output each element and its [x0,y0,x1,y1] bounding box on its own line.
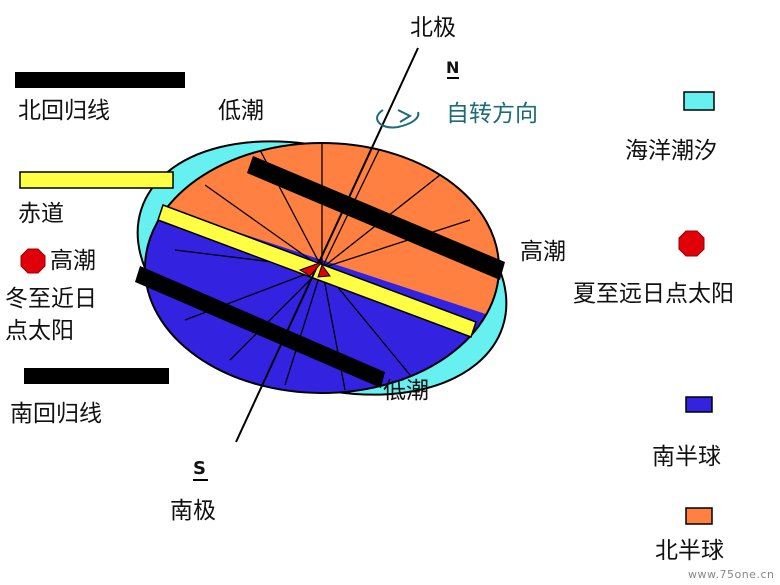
north-letter: N [446,58,460,77]
high-tide-legend-label: 高潮 [50,248,96,274]
center-sun-marker [317,263,331,278]
high-tide-right-label: 高潮 [520,239,566,265]
northern-hemisphere-legend-label: 北半球 [655,538,724,564]
tropic-cancer-swatch [15,72,185,88]
tropic-capricorn-line [135,266,385,388]
south-pole-label: 南极 [170,498,216,524]
north-pole-label: 北极 [410,15,456,41]
winter-sun-icon [20,248,46,274]
earth-axis [235,47,419,443]
low-tide-bottom-label: 低潮 [383,378,429,404]
low-tide-top-label: 低潮 [218,98,264,124]
tropic-cancer-legend-label: 北回归线 [18,98,110,124]
south-letter: S [193,458,206,479]
ocean-tide-legend-label: 海洋潮汐 [625,138,717,164]
tropic-capricorn-swatch [24,368,169,384]
tropic-cancer-line [247,156,505,280]
equator-line [157,204,477,338]
southern-hemisphere-swatch [685,396,713,413]
center-tide-marker [298,260,324,277]
equator-swatch [19,171,174,189]
rotation-arrow-icon [376,109,420,129]
winter-sun-legend-label-2: 点太阳 [5,318,74,344]
summer-sun-icon [678,230,705,257]
northern-hemisphere-swatch [685,507,713,525]
summer-sun-legend-label: 夏至远日点太阳 [573,281,734,307]
equator-legend-label: 赤道 [18,201,64,227]
winter-sun-legend-label-1: 冬至近日 [5,286,97,312]
rotation-label: 自转方向 [446,101,538,127]
watermark: www.75one.cn [688,568,775,581]
ocean-tide-swatch [683,91,715,111]
tropic-capricorn-legend-label: 南回归线 [10,401,102,427]
southern-hemisphere-legend-label: 南半球 [652,444,721,470]
